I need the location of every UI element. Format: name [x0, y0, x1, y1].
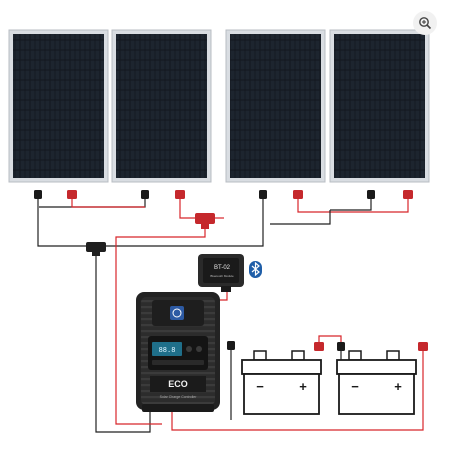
branch-connector-negative	[86, 242, 106, 256]
battery-left-plus: +	[299, 379, 307, 394]
solar-panel-3	[225, 29, 326, 183]
solar-panel-2	[111, 29, 212, 183]
battery-left: − +	[241, 350, 322, 415]
battery-left-minus: −	[256, 379, 264, 394]
bluetooth-icon	[249, 261, 262, 278]
positive-wiring	[71, 196, 424, 431]
bt-module-model: BT-02	[214, 265, 231, 271]
battery-right-plus: +	[394, 379, 402, 394]
battery-right: − +	[336, 350, 417, 415]
battery-right-minus: −	[351, 379, 359, 394]
controller-subtitle: Solar Charge Controller	[160, 395, 198, 399]
solar-panel-1	[8, 29, 109, 183]
charge-controller: 88.8 ECO Solar Charge Controller	[136, 292, 220, 412]
negative-wiring	[37, 196, 342, 433]
zoom-in-icon	[419, 17, 432, 30]
controller-brand: ECO	[168, 379, 188, 389]
solar-panel-4	[329, 29, 430, 183]
branch-connector-positive	[195, 213, 215, 229]
panel-connectors	[34, 190, 413, 225]
bt-module-subtitle: Bluetooth Module	[210, 274, 234, 278]
bluetooth-module: BT-02 Bluetooth Module	[198, 254, 244, 292]
svg-text:88.8: 88.8	[159, 346, 176, 354]
battery-cable-connectors	[227, 341, 428, 351]
zoom-button[interactable]	[413, 11, 437, 35]
